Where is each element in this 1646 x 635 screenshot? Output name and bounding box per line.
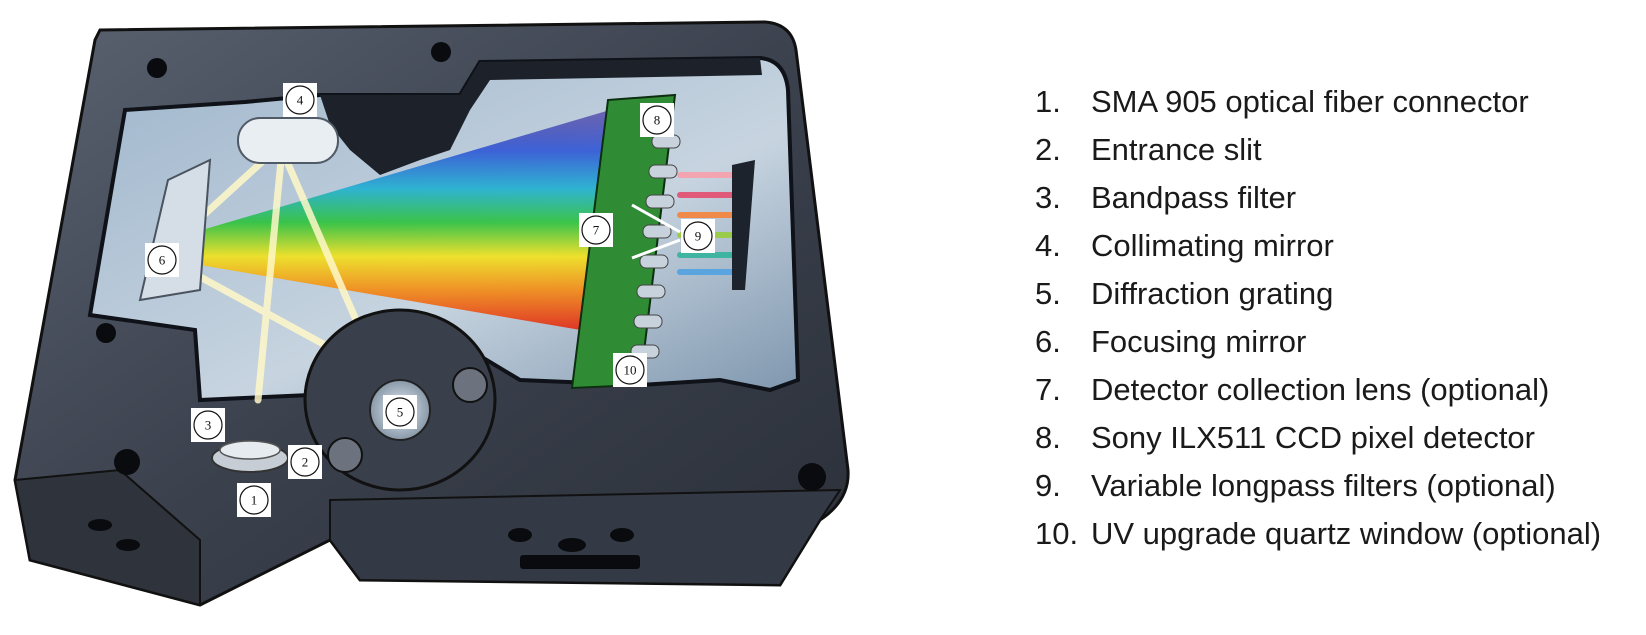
legend-text: Variable longpass filters (optional): [1091, 468, 1556, 503]
legend-number: 8.: [1035, 420, 1061, 455]
legend-text: Collimating mirror: [1091, 228, 1334, 263]
callout-4: 4: [283, 83, 317, 117]
bandpass-filter: [219, 440, 281, 460]
legend-item: 4. Collimating mirror: [1035, 222, 1601, 270]
legend-item: 7. Detector collection lens (optional): [1035, 366, 1601, 414]
callout-6: 6: [145, 243, 179, 277]
legend-text: UV upgrade quartz window (optional): [1091, 516, 1602, 551]
component-legend: 1. SMA 905 optical fiber connector 2. Entr…: [1035, 78, 1601, 558]
legend-text: Bandpass filter: [1091, 180, 1297, 215]
callout-label: 1: [251, 493, 258, 508]
legend-text: Detector collection lens (optional): [1091, 372, 1550, 407]
legend-number: 2.: [1035, 132, 1061, 167]
legend-text: Sony ILX511 CCD pixel detector: [1091, 420, 1535, 455]
collimating-mirror: [237, 117, 339, 164]
housing-front-face: [13, 468, 201, 607]
housing-side-face: [329, 488, 842, 587]
callout-8: 8: [640, 103, 674, 137]
callout-label: 4: [297, 93, 304, 108]
callout-1: 1: [237, 483, 271, 517]
legend-number: 6.: [1035, 324, 1061, 359]
turret-screw-2: [327, 437, 363, 473]
legend-text: SMA 905 optical fiber connector: [1091, 84, 1529, 119]
legend-number: 5.: [1035, 276, 1061, 311]
legend-item: 10. UV upgrade quartz window (optional): [1035, 510, 1601, 558]
mounting-holes: [88, 42, 826, 569]
callout-label: 10: [624, 363, 637, 378]
callout-arrows: [631, 203, 681, 260]
longpass-filters: [677, 172, 745, 275]
legend-number: 1.: [1035, 84, 1061, 119]
legend-text: Diffraction grating: [1091, 276, 1334, 311]
callout-7: 7: [579, 213, 613, 247]
dispersed-spectrum: [185, 110, 610, 335]
legend-item: 3. Bandpass filter: [1035, 174, 1601, 222]
legend-item: 6. Focusing mirror: [1035, 318, 1601, 366]
callout-5: 5: [383, 395, 417, 429]
legend-item: 1. SMA 905 optical fiber connector: [1035, 78, 1601, 126]
legend-number: 4.: [1035, 228, 1061, 263]
legend-number: 3.: [1035, 180, 1061, 215]
legend-item: 9. Variable longpass filters (optional): [1035, 462, 1601, 510]
spectrometer-diagram: 1 2 3 4 5 6 7 8 9 10: [13, 20, 850, 607]
callout-label: 7: [593, 223, 600, 238]
legend-item: 5. Diffraction grating: [1035, 270, 1601, 318]
legend-number: 7.: [1035, 372, 1061, 407]
filter-housing: [732, 160, 755, 290]
callout-label: 6: [159, 253, 166, 268]
callout-label: 5: [397, 405, 404, 420]
turret-screw-1: [452, 367, 488, 403]
legend-item: 2. Entrance slit: [1035, 126, 1601, 174]
callout-10: 10: [613, 353, 647, 387]
legend-number: 9.: [1035, 468, 1061, 503]
cavity-wall: [320, 58, 762, 175]
callout-label: 9: [695, 229, 702, 244]
legend-number: 10.: [1035, 516, 1079, 551]
callout-label: 8: [654, 113, 661, 128]
callout-9: 9: [681, 219, 715, 253]
legend-text: Entrance slit: [1091, 132, 1262, 167]
legend-text: Focusing mirror: [1091, 324, 1307, 359]
legend-item: 8. Sony ILX511 CCD pixel detector: [1035, 414, 1601, 462]
callout-label: 3: [205, 418, 212, 433]
callout-label: 2: [302, 455, 309, 470]
callout-3: 3: [191, 408, 225, 442]
callout-2: 2: [288, 445, 322, 479]
